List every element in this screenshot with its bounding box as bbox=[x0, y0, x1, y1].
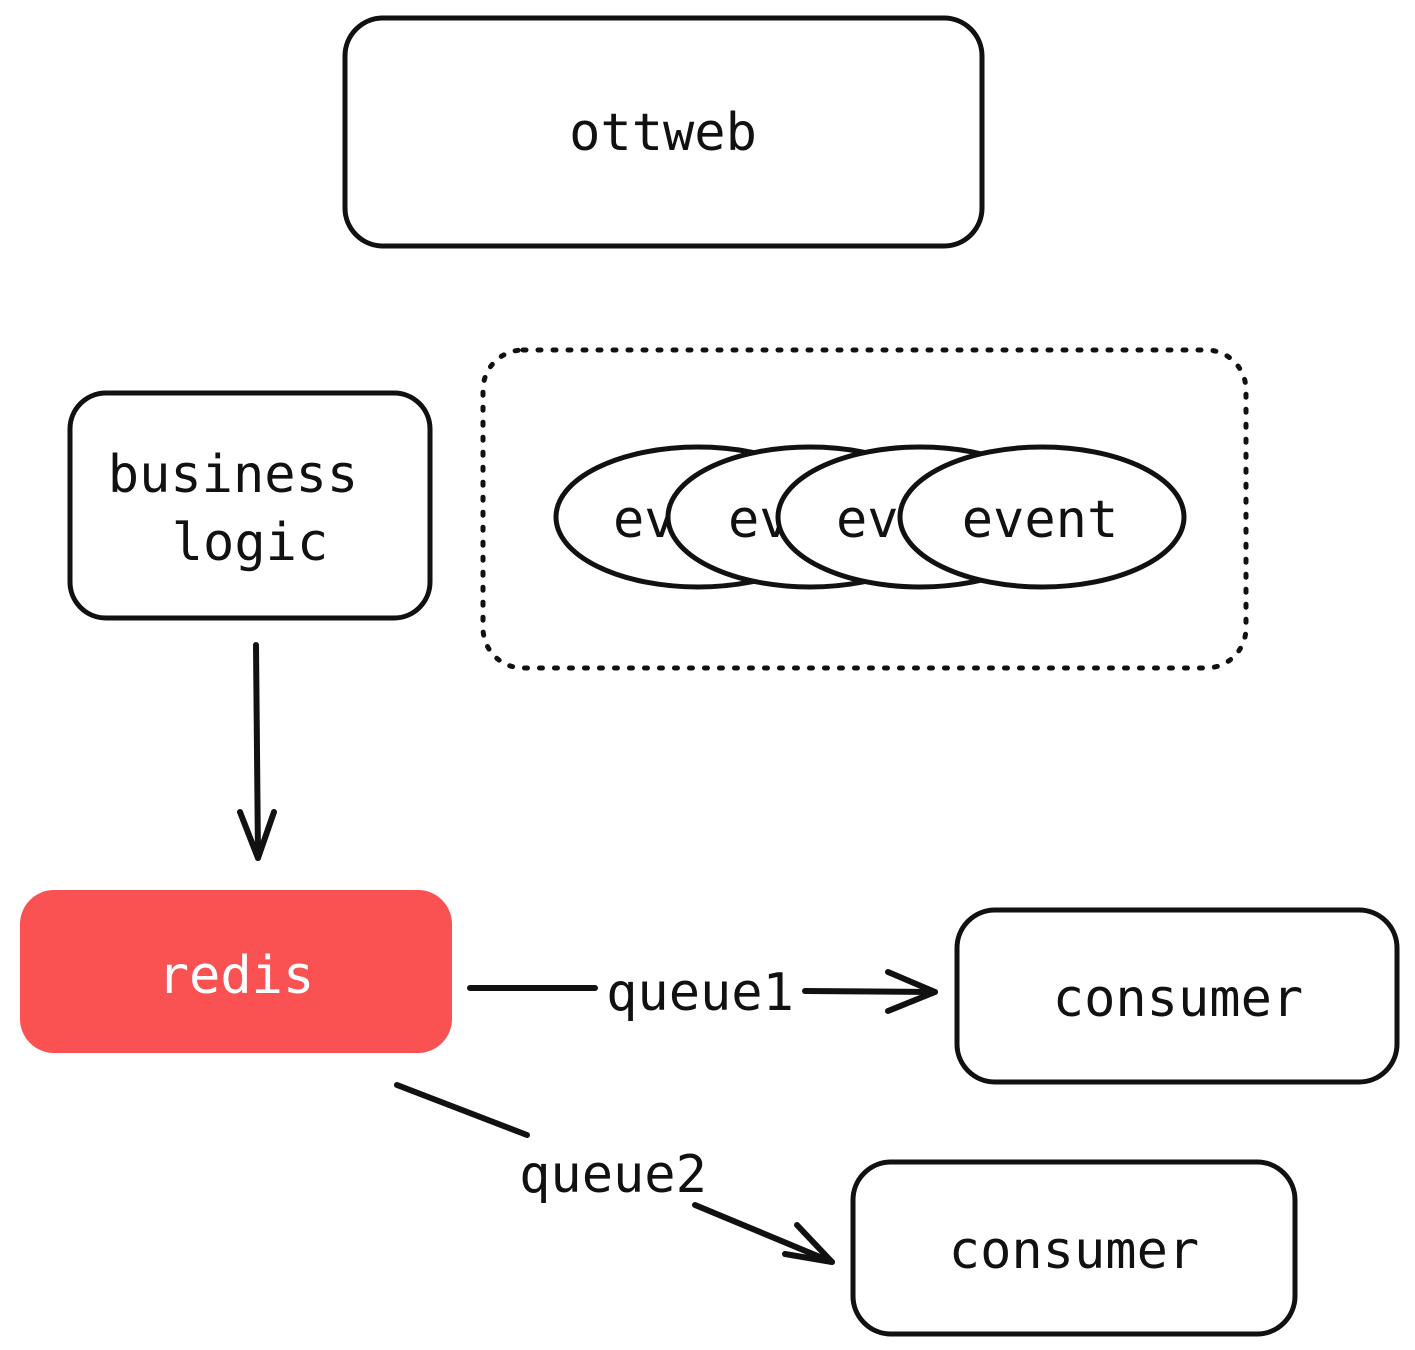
events-group: ev ev ev event bbox=[480, 347, 1249, 671]
redis-box bbox=[20, 890, 452, 1053]
event-label-4: event bbox=[962, 490, 1119, 550]
consumer-node-2: consumer bbox=[850, 1159, 1298, 1337]
event-label-1: ev bbox=[613, 490, 676, 550]
ottweb-label: ottweb bbox=[569, 103, 757, 163]
queue1-label: queue1 bbox=[606, 963, 794, 1023]
consumer-node-1: consumer bbox=[954, 907, 1400, 1085]
event-label-3: ev bbox=[836, 490, 899, 550]
consumer-label-2: consumer bbox=[949, 1221, 1199, 1281]
redis-node: redis bbox=[20, 890, 452, 1053]
event-ellipse-4: event bbox=[897, 444, 1187, 590]
queue1-arrow: queue1 bbox=[467, 963, 938, 1023]
business-logic-node: business logic bbox=[67, 390, 433, 621]
redis-label: redis bbox=[158, 946, 315, 1006]
business-logic-label-line1: business bbox=[108, 445, 358, 505]
business-to-redis-arrow bbox=[237, 642, 277, 861]
business-logic-label-line2: logic bbox=[172, 513, 329, 573]
queue2-arrow: queue2 bbox=[394, 1082, 835, 1265]
ottweb-node: ottweb bbox=[342, 15, 985, 249]
queue2-label: queue2 bbox=[519, 1145, 707, 1205]
consumer-label-1: consumer bbox=[1053, 969, 1303, 1029]
